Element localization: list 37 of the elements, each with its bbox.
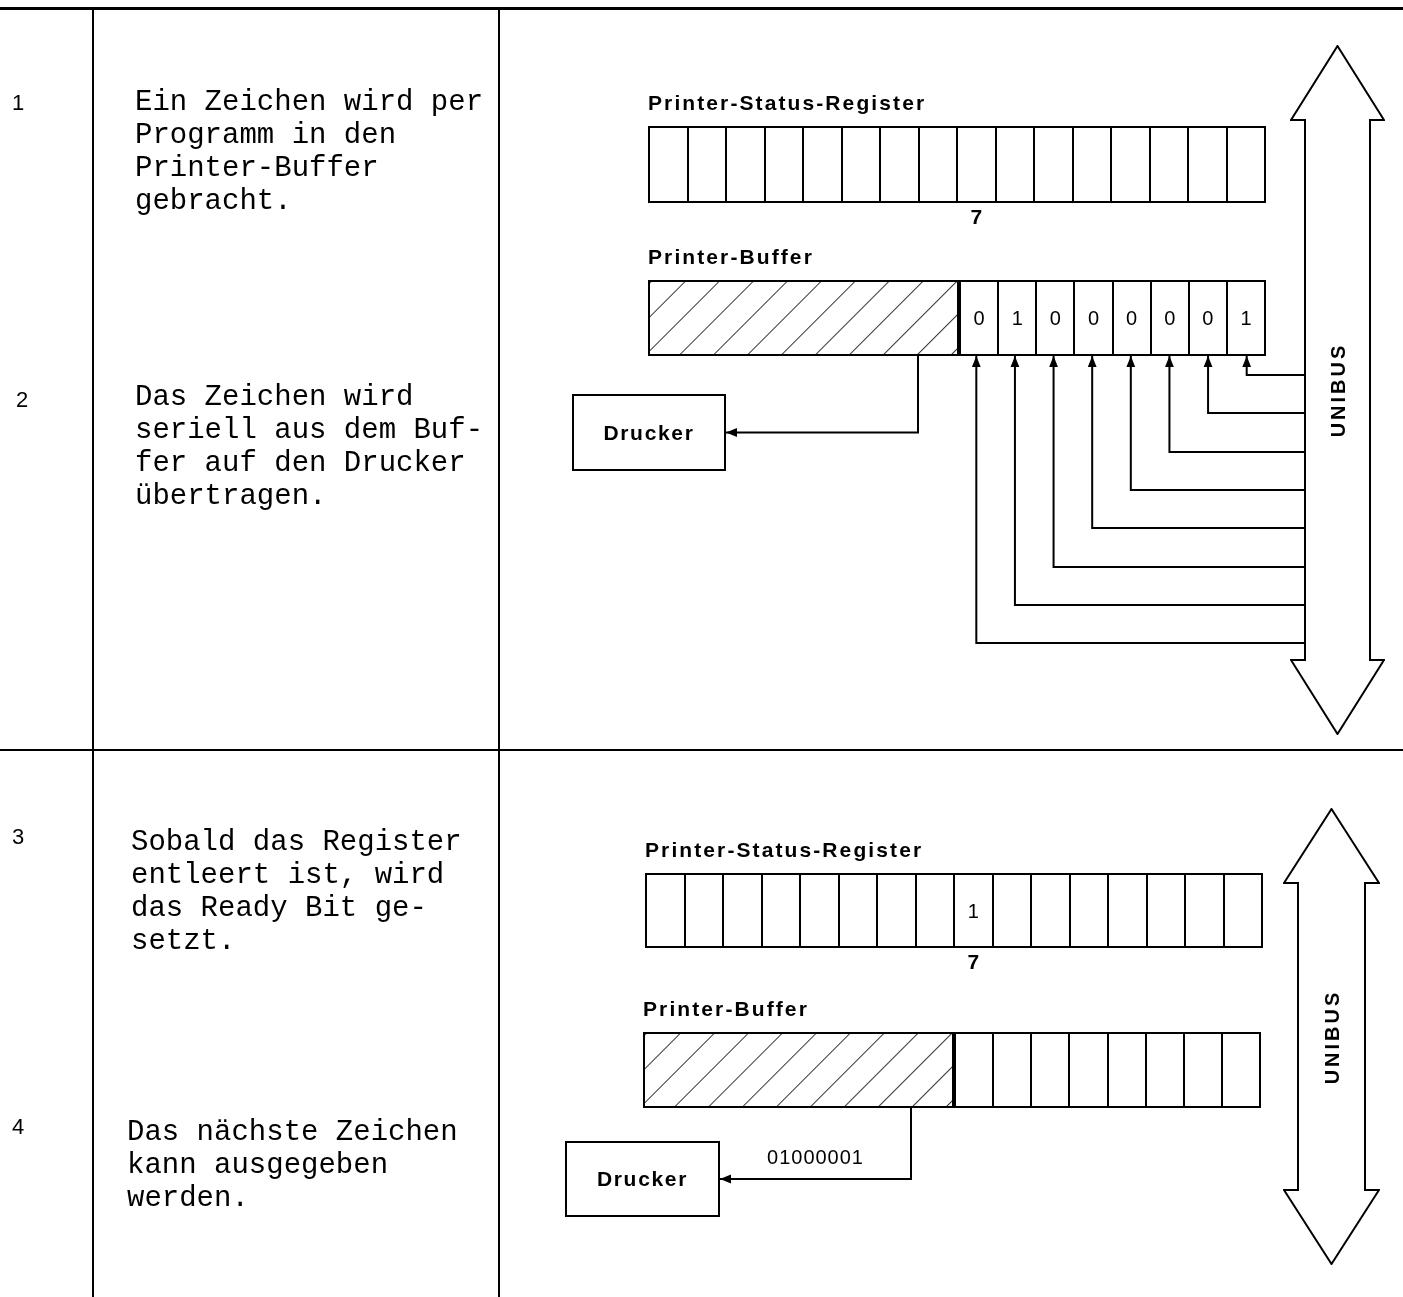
- arrow: [1126, 355, 1306, 491]
- arrow: [971, 355, 1306, 644]
- bit-value: 0: [1073, 282, 1112, 354]
- bit-value: 1: [1225, 282, 1264, 354]
- register-label: Printer-Status-Register: [645, 837, 925, 863]
- arrow: [1049, 355, 1306, 568]
- register-label: Printer-Buffer: [648, 244, 815, 270]
- printer-box: Drucker: [572, 394, 726, 471]
- bit-value: 0: [1035, 282, 1074, 354]
- step-number: 4: [12, 1113, 25, 1141]
- arrow: [1203, 355, 1306, 414]
- printer-box: Drucker: [565, 1141, 720, 1217]
- arrow: [1010, 355, 1306, 606]
- arrow: [1165, 355, 1306, 453]
- step-number: 1: [12, 89, 25, 117]
- step-number: 2: [16, 386, 29, 414]
- step-description: Das nächste Zeichen kann ausgegeben werden.: [127, 1116, 459, 1215]
- step-description: Ein Zeichen wird per Programm in den Printer-Buffer gebracht.: [135, 86, 485, 218]
- arrow: [719, 1107, 912, 1184]
- step-description: Sobald das Register entleert ist, wird das Ready Bit ge- setzt.: [131, 826, 463, 958]
- bus-label: UNIBUS: [1319, 989, 1344, 1084]
- bit-value: 1: [953, 875, 992, 946]
- bit-value: 0: [1111, 282, 1150, 354]
- arrow: [1242, 355, 1306, 376]
- register-label: Printer-Status-Register: [648, 90, 928, 116]
- bit-value: 0: [959, 282, 998, 354]
- bit-value: 1: [997, 282, 1036, 354]
- arrow: [1087, 355, 1306, 529]
- step-number: 3: [12, 823, 25, 851]
- bit-number: 7: [969, 205, 984, 229]
- bit-value: 0: [1149, 282, 1188, 354]
- bit-value: 0: [1187, 282, 1226, 354]
- bus-label: UNIBUS: [1325, 342, 1350, 438]
- bit-number: 7: [966, 950, 981, 974]
- arrow: [725, 355, 919, 437]
- register-label: Printer-Buffer: [643, 996, 810, 1022]
- step-description: Das Zeichen wird seriell aus dem Buf- fer auf den Drucker übertragen.: [135, 381, 485, 513]
